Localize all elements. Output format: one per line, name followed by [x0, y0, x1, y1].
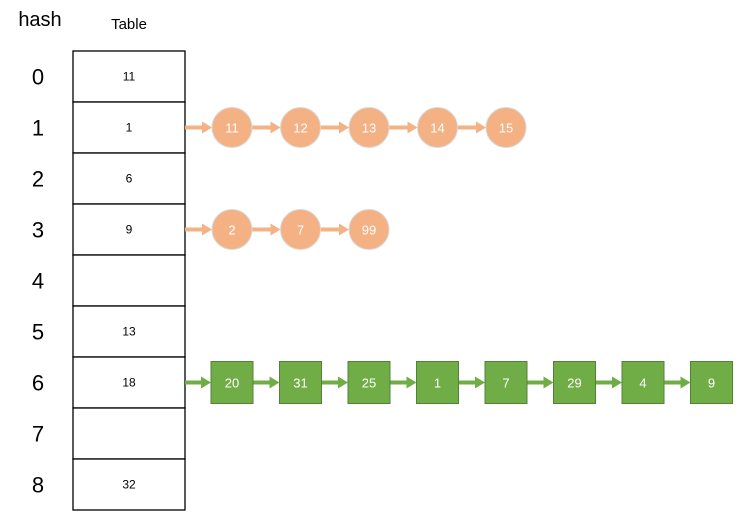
- chain-node-circle: [485, 107, 527, 148]
- table-cell: [72, 152, 186, 205]
- table-cell: [72, 356, 186, 409]
- cell-value: 11: [123, 70, 136, 84]
- arrow-head: [407, 121, 418, 134]
- chain-node-circle: [211, 209, 253, 250]
- table-cell: [72, 458, 186, 511]
- chain-node-label: 9: [708, 376, 715, 391]
- table-row: 0 11: [32, 50, 186, 103]
- cell-value: 1: [126, 121, 133, 135]
- cell-value: 9: [126, 223, 133, 237]
- row-index: 7: [32, 422, 44, 447]
- table-cell: [72, 407, 186, 460]
- chain-node-square: [553, 361, 596, 404]
- cell-value: 18: [122, 376, 136, 390]
- table-cell: [72, 254, 186, 307]
- arrow-head: [612, 376, 622, 389]
- chain-node-label: 20: [225, 376, 239, 391]
- arrow-head: [270, 223, 281, 236]
- arrow-head: [476, 121, 486, 134]
- chain-node-label: 13: [362, 121, 376, 136]
- chain-node-label: 4: [639, 376, 646, 391]
- arrow-head: [680, 376, 691, 389]
- chain-node-label: 1: [434, 376, 441, 391]
- arrow-head: [406, 376, 417, 389]
- table-row: 8 32: [32, 458, 186, 511]
- chain-node-label: 25: [362, 376, 376, 391]
- table-row: 5 13: [32, 305, 186, 358]
- chain-row-1: 11 12 13 14 15: [185, 107, 527, 148]
- table-cell: [72, 50, 186, 103]
- chain-node-square: [690, 361, 733, 404]
- table-row: 7: [32, 407, 186, 460]
- row-index: 3: [32, 218, 44, 243]
- chain-node-label: 2: [228, 223, 235, 238]
- chain-node-circle: [280, 209, 321, 250]
- table-cell: [72, 101, 186, 154]
- chain-node-label: 99: [362, 223, 376, 238]
- chain-node-label: 7: [297, 223, 304, 238]
- table-row: 6 18: [32, 356, 186, 409]
- chain-node-circle: [211, 107, 253, 148]
- hash-header: hash: [18, 9, 61, 31]
- row-index: 2: [32, 167, 44, 192]
- row-index: 6: [32, 371, 44, 396]
- arrow-head: [270, 121, 281, 134]
- cell-value: 13: [122, 325, 136, 339]
- chain-row-6: 20 31 25 1 7 29 4 9: [185, 361, 733, 404]
- arrow-head: [339, 223, 349, 236]
- chain-node-label: 31: [293, 376, 307, 391]
- chain-node-square: [621, 361, 665, 404]
- chain-node-square: [279, 361, 322, 404]
- row-index: 4: [32, 269, 44, 294]
- arrow-head: [202, 223, 212, 236]
- chain-node-square: [484, 361, 528, 404]
- arrow-head: [475, 376, 485, 389]
- chain-node-square: [210, 361, 254, 404]
- chain-node-label: 11: [225, 121, 239, 136]
- chain-node-square: [416, 361, 459, 404]
- chain-node-circle: [280, 107, 321, 148]
- chain-node-label: 7: [502, 376, 509, 391]
- chains: 11 12 13 14 15 2 7 99 20 31 25 1 7 29 4 9: [185, 107, 733, 404]
- chain-node-label: 14: [430, 121, 444, 136]
- arrow-head: [543, 376, 554, 389]
- arrow-head: [201, 376, 211, 389]
- arrow-head: [339, 121, 349, 134]
- row-index: 1: [32, 116, 44, 141]
- chain-node-circle: [348, 209, 390, 250]
- arrow-head: [269, 376, 280, 389]
- cell-value: 6: [126, 172, 133, 186]
- chain-node-circle: [417, 107, 458, 148]
- cell-value: 32: [122, 478, 136, 492]
- table-header: Table: [111, 16, 147, 33]
- chain-node-square: [347, 361, 391, 404]
- chain-node-label: 29: [567, 376, 581, 391]
- row-index: 8: [32, 473, 44, 498]
- table-row: 4: [32, 254, 186, 307]
- chain-node-label: 15: [499, 121, 513, 136]
- row-index: 0: [32, 65, 44, 90]
- row-index: 5: [32, 320, 44, 345]
- chain-node-label: 12: [293, 121, 307, 136]
- arrow-head: [338, 376, 348, 389]
- arrow-head: [202, 121, 212, 134]
- chain-node-circle: [348, 107, 390, 148]
- chain-row-3: 2 7 99: [185, 209, 390, 250]
